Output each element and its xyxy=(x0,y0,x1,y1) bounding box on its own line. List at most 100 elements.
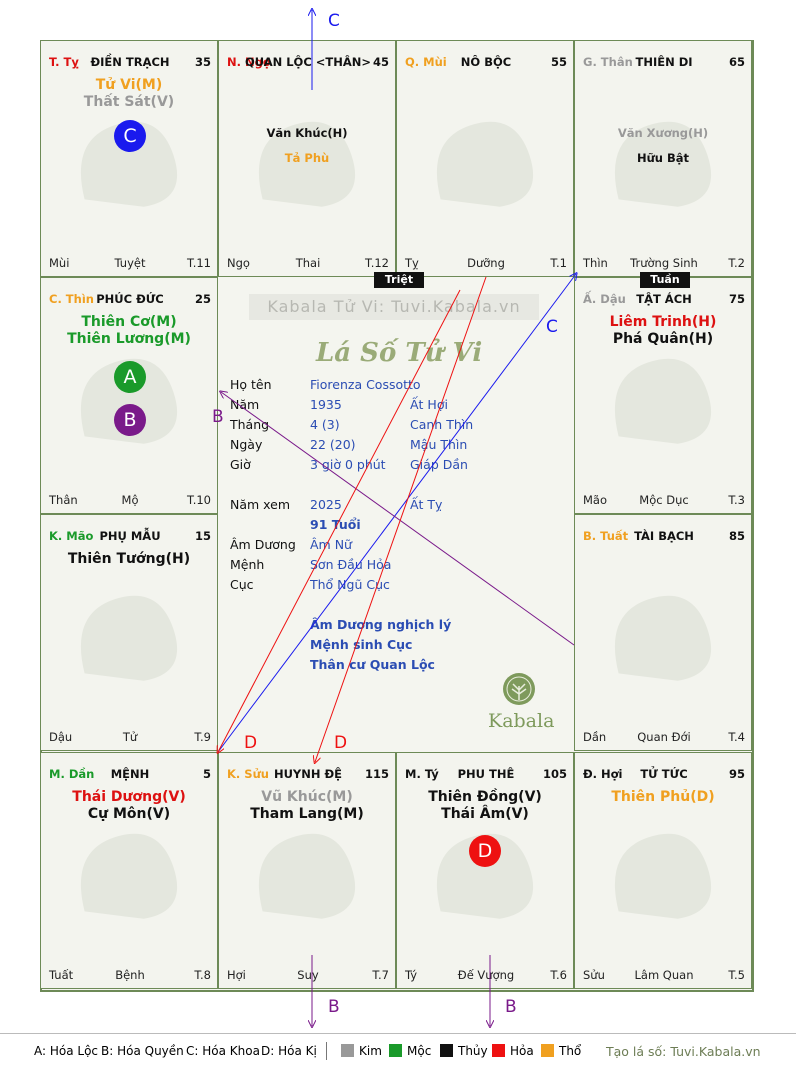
info-value: 4 (3) xyxy=(310,417,340,432)
main-star: Thiên Đồng(V) xyxy=(428,789,542,805)
main-star: Thiên Phủ(D) xyxy=(611,789,715,805)
arrow-label-b-left: B xyxy=(212,407,224,427)
footer-branch: Mão xyxy=(583,493,608,507)
minor-star: Văn Khúc(H) xyxy=(266,126,348,140)
tree-icon xyxy=(503,673,535,705)
footer-stage: Lâm Quan xyxy=(634,968,694,982)
main-star: Tham Lang(M) xyxy=(250,806,364,822)
zodiac-animal-icon xyxy=(614,833,712,919)
footer-month: T.11 xyxy=(187,256,211,270)
can-chi: K. Mão xyxy=(49,529,94,543)
legend-tho-label: Thổ xyxy=(559,1044,582,1058)
info-value: Sơn Đầu Hỏa xyxy=(310,557,392,572)
info-value: Âm Nữ xyxy=(310,537,352,552)
palace-name: MỆNH xyxy=(110,767,150,781)
palace-name: PHỤ MẪU xyxy=(99,529,161,543)
footer-month: T.2 xyxy=(728,256,745,270)
footer-month: T.6 xyxy=(550,968,567,982)
footer-stage: Mộ xyxy=(121,493,139,507)
hoa-loc-circle: A xyxy=(114,361,146,393)
chart-title: Lá Số Tử Vi xyxy=(316,338,483,368)
legend-hoa-quyen: B: Hóa Quyền xyxy=(101,1044,184,1058)
palace-name: TỬ TỨC xyxy=(640,767,688,781)
palace-name: TÀI BẠCH xyxy=(634,529,694,543)
footer-month: T.10 xyxy=(187,493,211,507)
can-chi: N. Ngọ xyxy=(227,55,271,69)
footer-stage: Thai xyxy=(295,256,321,270)
footer-branch: Hợi xyxy=(227,968,246,982)
minor-star: Hữu Bật xyxy=(636,151,690,165)
palace-age: 55 xyxy=(550,55,567,69)
arrow-d-2 xyxy=(218,289,461,752)
footer-month: T.8 xyxy=(194,968,211,982)
can-chi: Đ. Hợi xyxy=(583,767,623,781)
arrow-label-c-right: C xyxy=(546,317,558,337)
palace-age: 65 xyxy=(728,55,745,69)
info-value-2: Canh Thìn xyxy=(410,417,474,432)
info-value: Fiorenza Cossotto xyxy=(310,377,421,392)
hoa-khoa-circle: C xyxy=(114,120,146,152)
hoa-swatch-icon xyxy=(492,1044,505,1057)
info-label: Cục xyxy=(230,577,254,592)
palace-age: 35 xyxy=(194,55,211,69)
brand-name: Kabala xyxy=(488,710,555,732)
main-star: Thiên Tướng(H) xyxy=(67,551,191,567)
info-value-2: Mậu Thìn xyxy=(410,437,468,452)
footer-stage: Bệnh xyxy=(115,968,145,982)
zodiac-animal-icon xyxy=(80,833,178,919)
thuy-swatch-icon xyxy=(440,1044,453,1057)
can-chi: Q. Mùi xyxy=(405,55,447,69)
can-chi: C. Thìn xyxy=(49,292,94,306)
footer-stage: Trường Sinh xyxy=(630,256,698,270)
arrow-label-d-2: D xyxy=(334,733,348,753)
footer-month: T.1 xyxy=(550,256,567,270)
main-star: Thái Dương(V) xyxy=(72,789,186,805)
info-label: Ngày xyxy=(230,437,263,452)
palace-age: 115 xyxy=(364,767,389,781)
kim-swatch-icon xyxy=(341,1044,354,1057)
site-link[interactable]: Tạo lá số: Tuvi.Kabala.vn xyxy=(606,1044,761,1059)
hoa-quyen-circle: B xyxy=(114,404,146,436)
footer-stage: Tuyệt xyxy=(114,256,146,270)
kabala-logo: Kabala xyxy=(488,672,555,732)
main-stars: Liêm Trinh(H)Phá Quân(H) xyxy=(575,314,751,348)
zodiac-animal-icon xyxy=(614,595,712,681)
info-label: Năm xyxy=(230,397,260,412)
can-chi: B. Tuất xyxy=(583,529,629,543)
footer-branch: Ngọ xyxy=(227,256,250,270)
footer-branch: Tỵ xyxy=(405,256,419,270)
main-star: Vũ Khúc(M) xyxy=(261,789,353,805)
arrow-label-b-bottom-2: B xyxy=(505,997,517,1017)
info-label: Tháng xyxy=(230,417,270,432)
legend-hoa: Hỏa xyxy=(492,1044,534,1058)
palace-name: PHU THÊ xyxy=(457,767,515,781)
main-star: Thái Âm(V) xyxy=(441,806,529,822)
legend-hoa-label: Hỏa xyxy=(510,1044,534,1058)
zodiac-animal-icon xyxy=(614,358,712,444)
palace-name: TẬT ÁCH xyxy=(636,292,692,306)
main-star: Phá Quân(H) xyxy=(612,331,714,347)
footer-stage: Quan Đới xyxy=(637,730,691,744)
legend-divider xyxy=(326,1042,327,1060)
footer-stage: Đế Vượng xyxy=(457,968,515,982)
main-star: Thiên Cơ(M) xyxy=(81,314,177,330)
